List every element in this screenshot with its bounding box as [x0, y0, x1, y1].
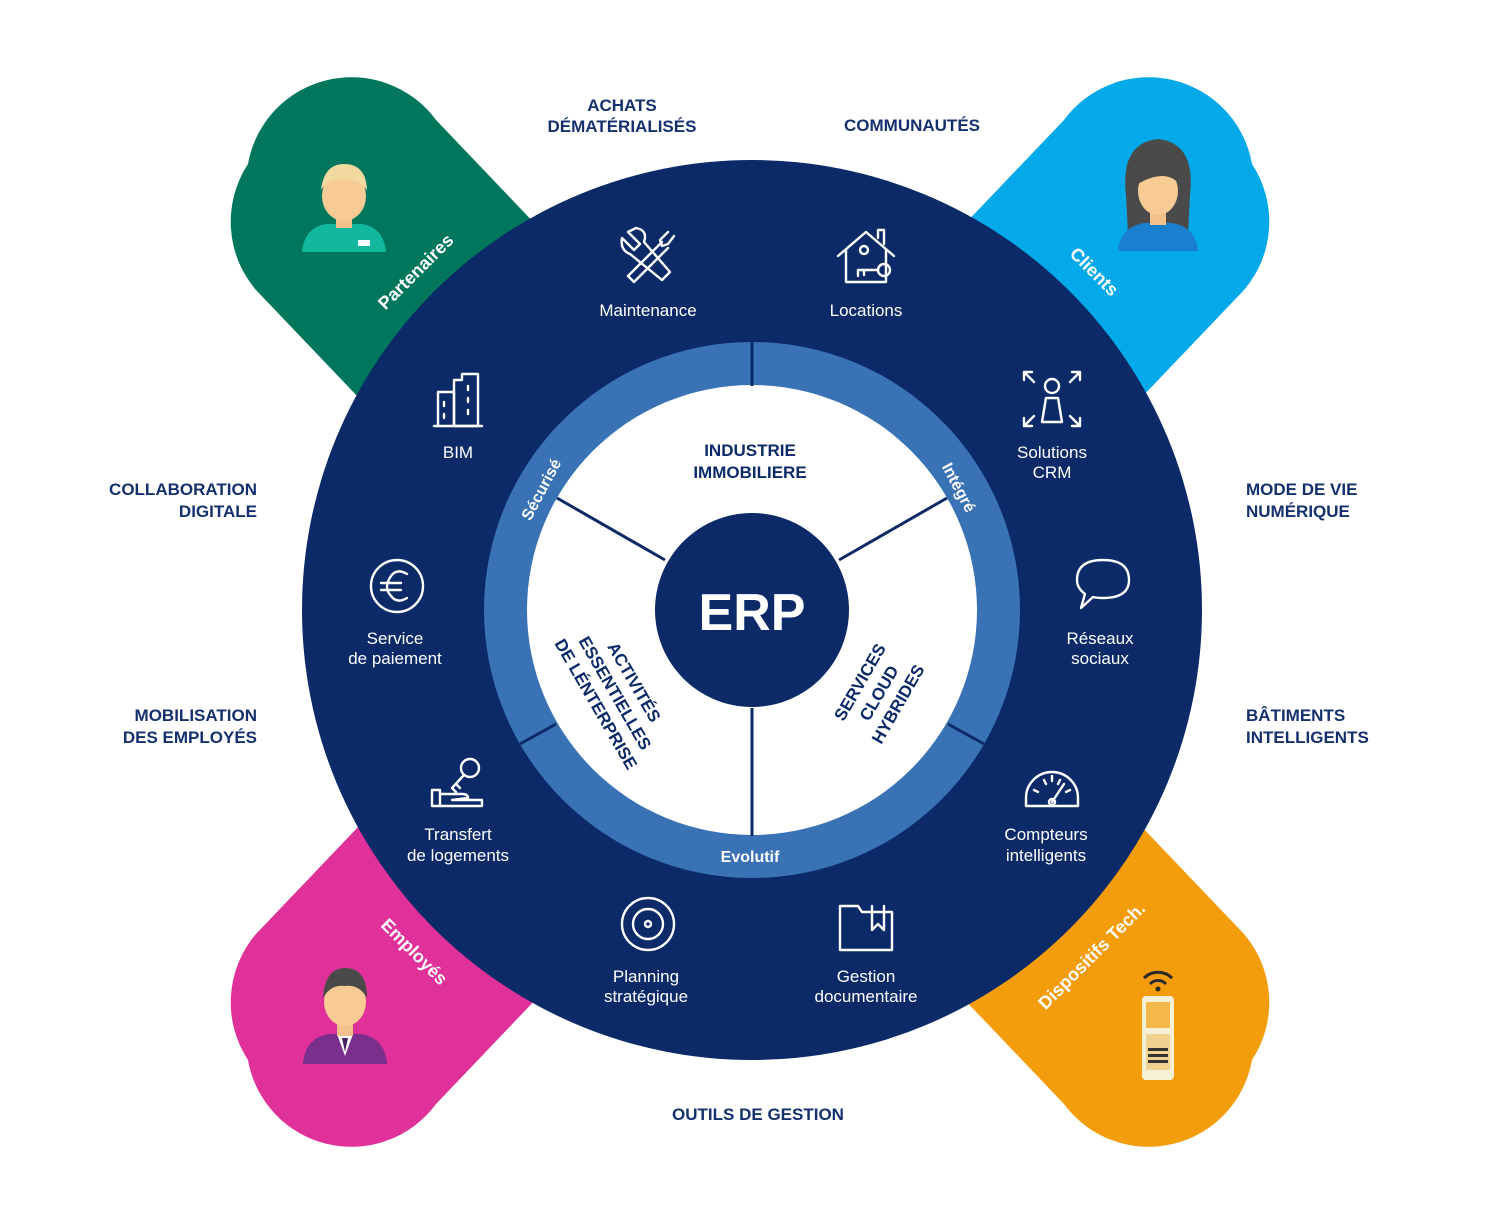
device-icon: [1142, 970, 1174, 1080]
euro-icon: [369, 558, 425, 614]
module-gestion-label-2: documentaire: [814, 987, 917, 1006]
outer-label-batiments-line-2: INTELLIGENTS: [1246, 728, 1369, 747]
module-crm-label-1: Solutions: [1017, 443, 1087, 462]
outer-label-mode-line-2: NUMÉRIQUE: [1246, 502, 1350, 521]
outer-label-achats-line-2: DÉMATÉRIALISÉS: [548, 117, 697, 136]
outer-label-mode-line-1: MODE DE VIE: [1246, 480, 1357, 499]
outer-label-collaboration: COLLABORATION DIGITALE: [109, 480, 257, 521]
segment-industrie-line-1: INDUSTRIE: [704, 441, 796, 460]
outer-label-batiments-line-1: BÂTIMENTS: [1246, 706, 1345, 725]
segment-dividers: [519, 342, 985, 836]
module-compteurs-label-2: intelligents: [1006, 846, 1086, 865]
key-hand-icon: [430, 757, 484, 808]
segment-industrie-line-2: IMMOBILIERE: [693, 463, 806, 482]
gauge-icon: [1024, 770, 1080, 808]
module-bim-label: BIM: [443, 443, 473, 462]
module-locations-label: Locations: [830, 301, 903, 320]
module-transfert-label-1: Transfert: [424, 825, 492, 844]
outer-label-batiments: BÂTIMENTS INTELLIGENTS: [1246, 706, 1369, 747]
outer-label-achats: ACHATS DÉMATÉRIALISÉS: [548, 96, 697, 136]
module-planning: Planning stratégique: [604, 896, 688, 1006]
outer-label-collaboration-line-2: DIGITALE: [179, 502, 257, 521]
erp-title: ERP: [699, 584, 806, 642]
module-planning-label-2: stratégique: [604, 987, 688, 1006]
outer-label-mobilisation-line-2: DES EMPLOYÉS: [123, 728, 257, 747]
module-gestion-label-1: Gestion: [837, 967, 896, 986]
outer-label-mobilisation: MOBILISATION DES EMPLOYÉS: [123, 706, 257, 747]
module-planning-label-1: Planning: [613, 967, 679, 986]
partner-avatar-icon: [302, 164, 386, 252]
module-bim: BIM: [432, 372, 484, 462]
module-gestion-documentaire: Gestion documentaire: [814, 904, 918, 1006]
crm-icon: [1022, 370, 1082, 428]
module-compteurs: Compteurs intelligents: [1004, 770, 1088, 865]
module-paiement: Service de paiement: [348, 558, 442, 668]
module-paiement-label-2: de paiement: [348, 649, 442, 668]
module-maintenance-label: Maintenance: [599, 301, 696, 320]
module-solutions-crm: Solutions CRM: [1017, 370, 1087, 482]
module-maintenance: Maintenance: [599, 226, 697, 320]
tools-icon: [620, 226, 676, 284]
outer-label-outils: OUTILS DE GESTION: [672, 1105, 844, 1124]
ring-label-evolutif: Evolutif: [721, 849, 780, 866]
outer-label-achats-line-1: ACHATS: [587, 96, 657, 115]
segment-industrie: INDUSTRIE IMMOBILIERE: [693, 441, 806, 482]
buildings-icon: [432, 372, 484, 428]
module-reseaux-label-2: sociaux: [1071, 649, 1129, 668]
employee-avatar-icon: [303, 968, 387, 1064]
client-avatar-icon: [1118, 139, 1198, 251]
module-reseaux-label-1: Réseaux: [1066, 629, 1134, 648]
outer-label-communautes: COMMUNAUTÉS: [844, 116, 980, 135]
petal-clients: Clients: [940, 77, 1270, 421]
outer-label-collaboration-line-1: COLLABORATION: [109, 480, 257, 499]
module-locations: Locations: [830, 228, 903, 320]
folder-icon: [838, 904, 894, 952]
module-crm-label-2: CRM: [1033, 463, 1072, 482]
module-paiement-label-1: Service: [367, 629, 424, 648]
module-transfert-label-2: de logements: [407, 846, 509, 865]
house-key-icon: [836, 228, 896, 284]
module-transfert: Transfert de logements: [407, 757, 509, 865]
outer-label-mobilisation-line-1: MOBILISATION: [135, 706, 257, 725]
outer-label-mode-de-vie: MODE DE VIE NUMÉRIQUE: [1246, 480, 1357, 521]
target-icon: [620, 896, 676, 952]
erp-core: [655, 513, 849, 707]
module-compteurs-label-1: Compteurs: [1004, 825, 1087, 844]
module-reseaux-sociaux: Réseaux sociaux: [1066, 558, 1134, 668]
speech-bubble-icon: [1075, 558, 1131, 610]
